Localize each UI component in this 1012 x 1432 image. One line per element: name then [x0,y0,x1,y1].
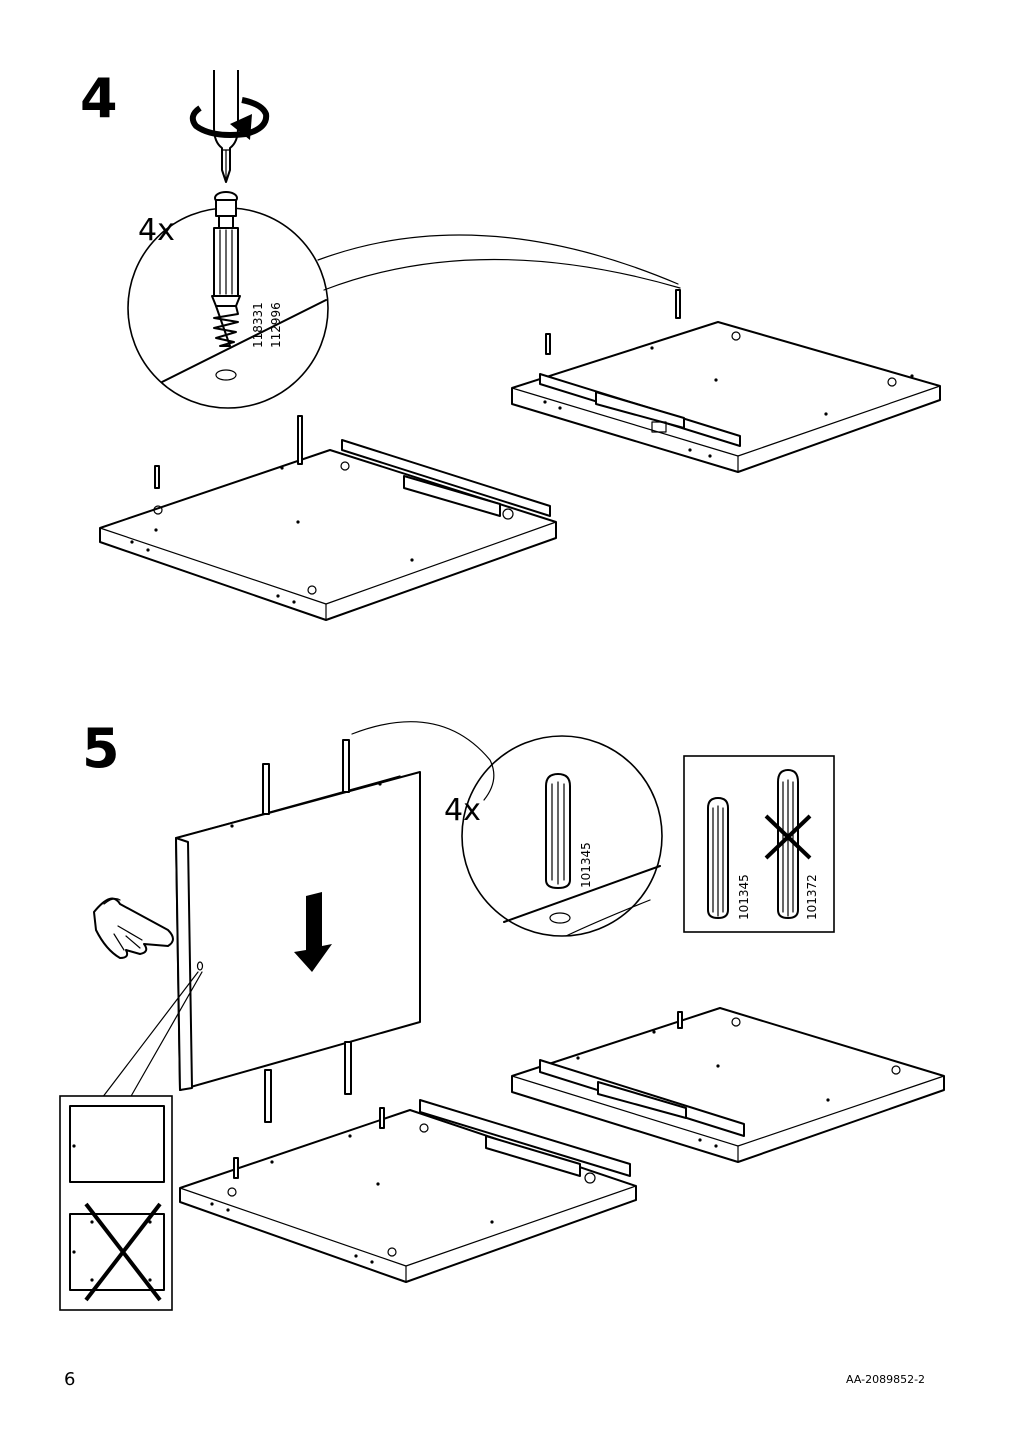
cam-bolt-icon [211,191,241,347]
step-number: 4 [80,67,118,130]
down-arrow-icon [294,892,332,972]
part-number: 112996 [269,302,283,348]
panel-step5-upright [175,739,421,1123]
panel-step4-left [99,415,557,621]
panel-step5-left [179,1099,637,1283]
panel-step4-right [511,289,941,473]
panel-step5-right [511,1007,945,1163]
part-number: 101345 [737,874,751,920]
dowel-comparison-box [683,755,835,933]
page-number: 6 [64,1369,76,1390]
quantity-label: 4x [444,793,481,828]
dowel-icon [545,773,571,889]
hand-pointing-icon [93,897,174,959]
part-number: 118331 [251,302,265,348]
part-number: 101372 [805,874,819,920]
wrong-x-icon [764,814,812,860]
step-number: 5 [82,717,120,780]
rotate-arrow-icon [189,97,270,140]
document-code: AA-2089852-2 [846,1373,926,1386]
quantity-label: 4x [138,213,175,248]
orientation-inset [59,971,203,1311]
part-number: 101345 [579,842,593,888]
